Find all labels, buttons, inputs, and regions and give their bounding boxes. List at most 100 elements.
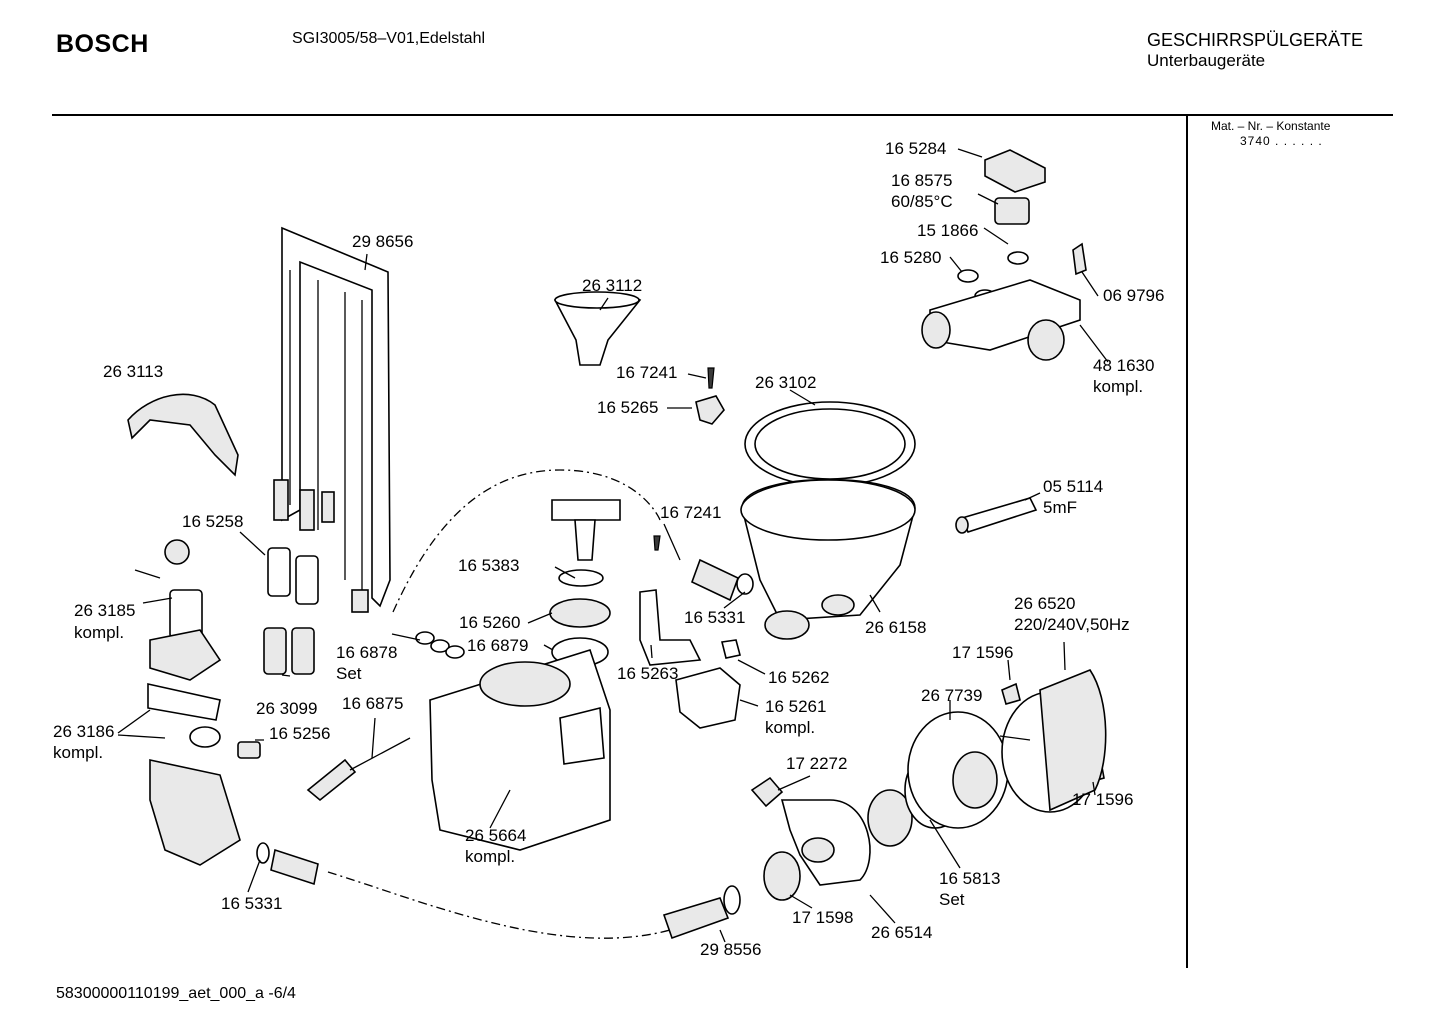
side-divider bbox=[1186, 115, 1188, 968]
subcategory-title: Unterbaugeräte bbox=[1147, 51, 1266, 70]
clip-069796 bbox=[1072, 242, 1087, 276]
header-divider bbox=[52, 114, 1393, 116]
circulation-motor-part bbox=[999, 669, 1107, 813]
part-label-263186-note: kompl. bbox=[53, 743, 104, 762]
drain-hose-part bbox=[662, 885, 741, 940]
o-ring-165280 bbox=[957, 269, 979, 283]
part-label-165263: 16 5263 bbox=[617, 664, 679, 683]
part-label-265664-note: kompl. bbox=[465, 847, 516, 866]
shaft-seal-part bbox=[763, 851, 801, 901]
part-label-263102: 26 3102 bbox=[755, 373, 817, 392]
part-label-165331b: 16 5331 bbox=[221, 894, 283, 913]
part-label-166879: 16 6879 bbox=[467, 636, 529, 655]
clip-171596-top bbox=[1001, 682, 1021, 705]
part-label-168575: 16 8575 bbox=[891, 171, 953, 190]
part-label-266520: 26 6520 bbox=[1014, 594, 1076, 613]
clamp-part bbox=[750, 776, 784, 808]
part-label-165813: 16 5813 bbox=[939, 869, 1001, 888]
part-label-165383: 16 5383 bbox=[458, 556, 520, 575]
part-label-298556: 29 8556 bbox=[700, 940, 762, 959]
part-label-165331a: 16 5331 bbox=[684, 608, 746, 627]
part-label-263185-note: kompl. bbox=[74, 623, 125, 642]
hose-route-upper bbox=[392, 469, 661, 613]
mat-number-label: Mat. – Nr. – Konstante bbox=[1211, 119, 1331, 133]
part-label-263113: 26 3113 bbox=[103, 362, 164, 381]
part-label-171596a: 17 1596 bbox=[952, 643, 1014, 662]
part-label-168575-spec: 60/85°C bbox=[891, 192, 953, 211]
o-ring-151866 bbox=[1007, 251, 1029, 265]
softener-housing-part bbox=[429, 649, 611, 851]
holder-part bbox=[639, 589, 702, 666]
o-ring-165331 bbox=[736, 573, 754, 595]
brine-valve-part bbox=[306, 737, 411, 802]
part-label-165260: 16 5260 bbox=[459, 613, 521, 632]
document-id: 58300000110199_aet_000_a -6/4 bbox=[56, 985, 296, 1002]
leader-lines bbox=[117, 148, 1109, 943]
valve-part bbox=[675, 667, 741, 729]
seal-set-part bbox=[415, 631, 465, 659]
part-label-167241b: 16 7241 bbox=[660, 503, 722, 522]
thermostat-part bbox=[994, 197, 1030, 225]
part-label-171596b: 17 1596 bbox=[1072, 790, 1134, 809]
part-label-266514: 26 6514 bbox=[871, 923, 933, 942]
cap-part bbox=[984, 149, 1046, 193]
model-title: SGI3005/58–V01,Edelstahl bbox=[292, 30, 486, 47]
brand-logo: BOSCH bbox=[56, 30, 149, 58]
part-label-055114: 05 5114 bbox=[1043, 477, 1104, 496]
part-label-165261: 16 5261 bbox=[765, 697, 827, 716]
pressure-assembly-part bbox=[147, 629, 261, 866]
part-label-166875: 16 6875 bbox=[342, 694, 404, 713]
pump-housing-part bbox=[780, 799, 871, 886]
impeller-part bbox=[867, 789, 913, 847]
part-label-165265: 16 5265 bbox=[597, 398, 659, 417]
spring-hose-part bbox=[690, 558, 740, 602]
part-label-298656: 29 8656 bbox=[352, 232, 414, 251]
part-label-481630-note: kompl. bbox=[1093, 377, 1144, 396]
cover-part bbox=[127, 393, 239, 477]
screw-part-2 bbox=[653, 535, 661, 551]
part-label-165256: 16 5256 bbox=[269, 724, 331, 743]
part-label-267739: 26 7739 bbox=[921, 686, 983, 705]
part-label-165813-note: Set bbox=[939, 890, 965, 909]
part-label-263099: 26 3099 bbox=[256, 699, 318, 718]
agitator-part bbox=[551, 499, 621, 561]
part-label-171598: 17 1598 bbox=[792, 908, 854, 927]
part-label-166878-note: Set bbox=[336, 664, 362, 683]
funnel-part bbox=[553, 291, 642, 366]
bracket-part bbox=[695, 395, 725, 425]
clip-165262 bbox=[721, 639, 741, 659]
float-switch-part bbox=[134, 539, 203, 639]
part-label-167241a: 16 7241 bbox=[616, 363, 678, 382]
part-label-165258: 16 5258 bbox=[182, 512, 244, 531]
lower-hose-part bbox=[256, 842, 319, 886]
part-label-263185: 26 3185 bbox=[74, 601, 136, 620]
part-label-165262: 16 5262 bbox=[768, 668, 830, 687]
tube-set-part bbox=[267, 547, 319, 605]
part-label-055114-spec: 5mF bbox=[1043, 498, 1077, 517]
part-label-263186: 26 3186 bbox=[53, 722, 115, 741]
screw-part bbox=[707, 367, 715, 389]
part-label-481630: 48 1630 bbox=[1093, 356, 1155, 375]
heater-block-part bbox=[921, 279, 1081, 361]
part-label-165284: 16 5284 bbox=[885, 139, 947, 158]
mat-number-value: 3740 . . . . . . bbox=[1240, 134, 1323, 148]
part-label-172272: 17 2272 bbox=[786, 754, 848, 773]
category-title: GESCHIRRSPÜLGERÄTE bbox=[1147, 30, 1364, 50]
part-label-165261-note: kompl. bbox=[765, 718, 816, 737]
ring-part bbox=[558, 569, 604, 587]
spray-arm-frame-part bbox=[273, 226, 391, 613]
spring-set-part bbox=[263, 627, 315, 675]
part-label-165280: 16 5280 bbox=[880, 248, 942, 267]
part-label-151866: 15 1866 bbox=[917, 221, 979, 240]
hose-route-lower bbox=[327, 871, 671, 939]
part-label-265664: 26 5664 bbox=[465, 826, 527, 845]
capacitor-part bbox=[955, 497, 1038, 534]
part-label-263112: 26 3112 bbox=[582, 276, 643, 295]
part-label-166878: 16 6878 bbox=[336, 643, 398, 662]
nut-ring-part bbox=[549, 598, 611, 628]
part-label-266158: 26 6158 bbox=[865, 618, 927, 637]
part-label-266520-spec: 220/240V,50Hz bbox=[1014, 615, 1130, 634]
sump-part bbox=[740, 478, 916, 640]
part-label-069796: 06 9796 bbox=[1103, 286, 1165, 305]
